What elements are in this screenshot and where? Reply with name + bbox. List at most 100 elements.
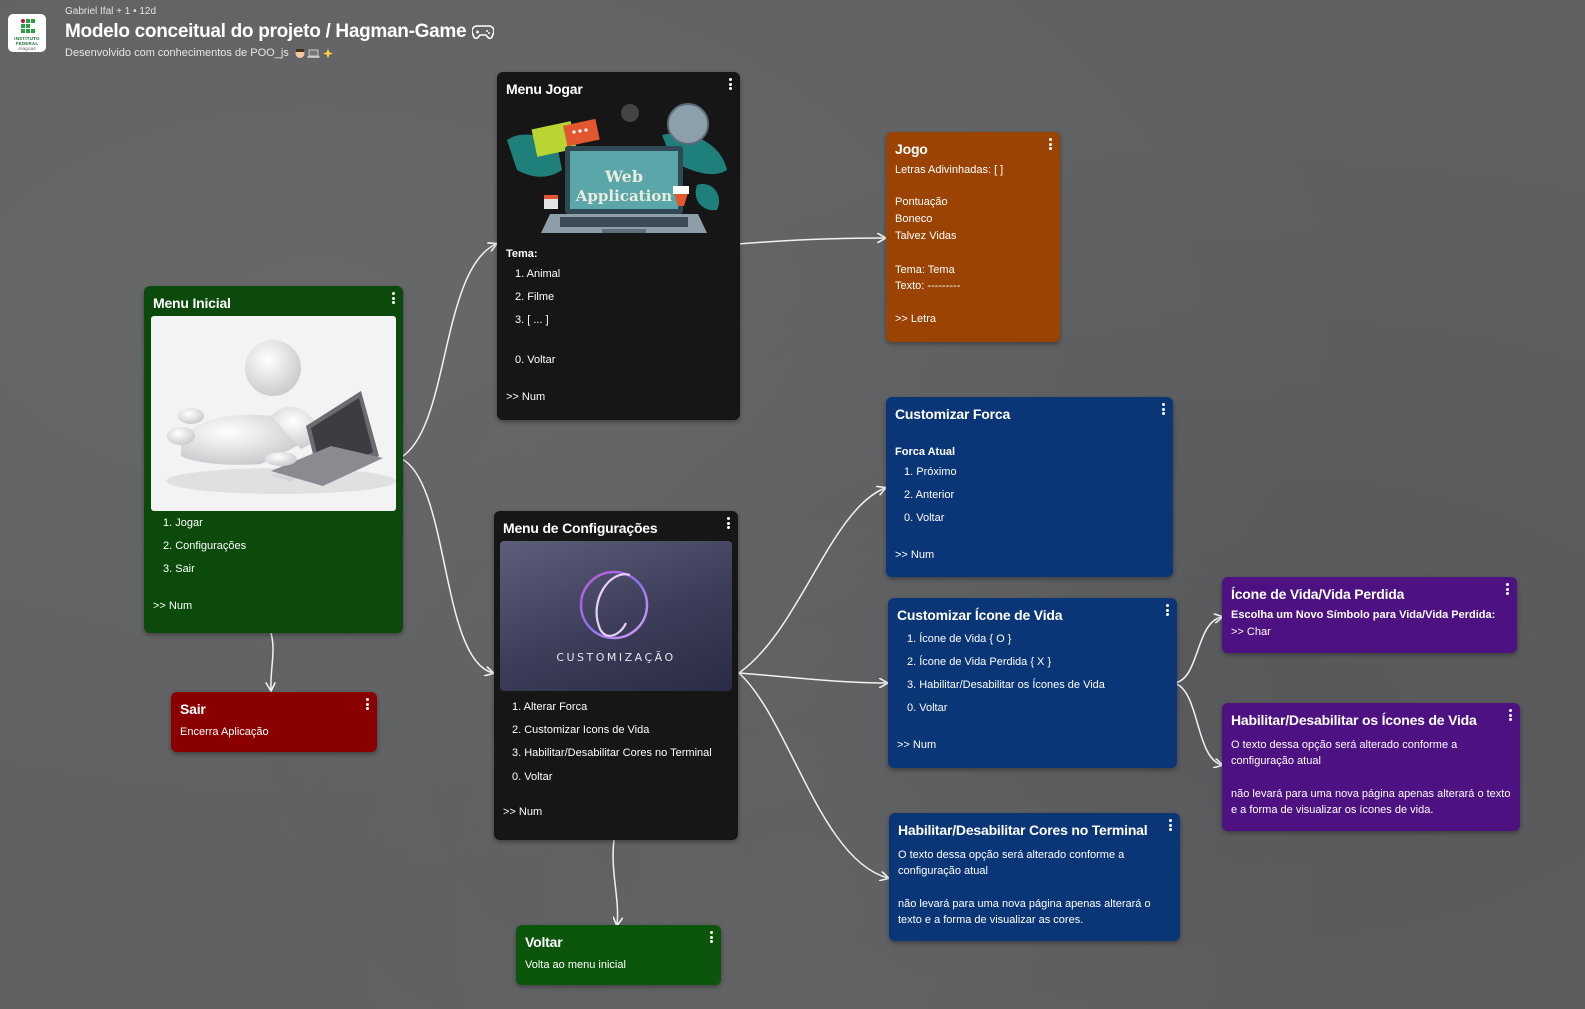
arrow-config-to-icone [738, 672, 887, 683]
card-options-icon[interactable] [1509, 709, 1513, 721]
board-title-row: Modelo conceitual do projeto / Hagman-Ga… [65, 21, 495, 43]
jogo-tema: Tema: Tema [895, 264, 955, 276]
card-options-icon[interactable] [1169, 819, 1173, 831]
forca-atual-label: Forca Atual [895, 446, 956, 458]
card-options-icon[interactable] [710, 931, 714, 943]
voltar-description: Volta ao menu inicial [525, 959, 626, 971]
jogo-prompt: >> Letra [895, 313, 936, 325]
menu-jogar-item-filme: 2. Filme [515, 291, 555, 303]
card-options-icon[interactable] [366, 698, 370, 710]
card-menu-inicial[interactable]: Menu Inicial 1. Jogar 2. Configurações 3… [144, 286, 403, 633]
forca-item-voltar: 0. Voltar [904, 512, 945, 524]
card-title: Customizar Ícone de Vida [897, 607, 1063, 623]
board-subtitle-row: Desenvolvido com conhecimentos de POO_js [65, 47, 335, 59]
menu-config-item-customizar-icons: 2. Customizar Icons de Vida [512, 724, 650, 736]
icone-item-vida-perdida: 2. Ícone de Vida Perdida { X } [907, 656, 1052, 668]
card-title: Jogo [895, 141, 928, 157]
card-options-icon[interactable] [729, 78, 733, 90]
jogo-letras-adivinhadas: Letras Adivinhadas: [ ] [895, 164, 1004, 176]
logo-text-instituto: INSTITUTO [14, 36, 40, 41]
board-subtitle: Desenvolvido com conhecimentos de POO_js [65, 47, 289, 59]
icone-item-habilitar: 3. Habilitar/Desabilitar os Ícones de Vi… [907, 679, 1105, 691]
card-options-icon[interactable] [1506, 583, 1510, 595]
board-meta: Gabriel Ifal + 1 • 12d [65, 6, 157, 17]
card-title: Habilitar/Desabilitar os Ícones de Vida [1231, 712, 1477, 728]
card-menu-jogar[interactable]: Menu Jogar Web Application Tema: 1. Ani [497, 72, 740, 420]
student-emoji-icon [295, 48, 305, 58]
menu-inicial-item-jogar: 1. Jogar [163, 517, 203, 529]
forca-item-anterior: 2. Anterior [904, 489, 955, 501]
menu-config-item-voltar: 0. Voltar [512, 771, 553, 783]
jogo-pontuacao: Pontuação [895, 196, 948, 208]
forca-prompt: >> Num [895, 549, 935, 561]
web-image-text-web: Web [604, 167, 643, 186]
card-habilitar-icones-vida[interactable]: Habilitar/Desabilitar os Ícones de Vida … [1222, 703, 1520, 831]
customizacao-image-text: CUSTOMIZAÇÃO [556, 651, 675, 664]
board-title: Modelo conceitual do projeto / Hagman-Ga… [65, 21, 467, 42]
menu-jogar-item-outros: 3. [ ... ] [515, 314, 549, 326]
card-menu-configuracoes[interactable]: Menu de Configurações CUSTOMIZAÇÃO 1. Al… [494, 511, 738, 840]
forca-item-proximo: 1. Próximo [904, 466, 957, 478]
menu-config-prompt: >> Num [503, 806, 543, 818]
icone-vida-perdida-text: Escolha um Novo Símbolo para Vida/Vida P… [1231, 609, 1496, 621]
menu-inicial-item-sair: 3. Sair [163, 563, 195, 575]
habilitar-icones-text-1: O texto dessa opção será alterado confor… [1231, 739, 1458, 767]
card-title: Voltar [525, 934, 563, 950]
arrow-config-to-cores [738, 672, 888, 878]
jogo-talvez-vidas: Talvez Vidas [895, 230, 957, 242]
icone-item-voltar: 0. Voltar [907, 702, 948, 714]
card-title: Habilitar/Desabilitar Cores no Terminal [898, 822, 1148, 838]
card-title: Menu de Configurações [503, 520, 658, 536]
card-cores-terminal[interactable]: Habilitar/Desabilitar Cores no Terminal … [889, 813, 1180, 941]
cores-terminal-text-1: O texto dessa opção será alterado confor… [898, 849, 1125, 877]
icone-prompt: >> Num [897, 739, 937, 751]
arrow-icone-to-simbolo [1173, 617, 1222, 684]
card-customizar-forca[interactable]: Customizar Forca Forca Atual 1. Próximo … [886, 397, 1173, 577]
instituto-federal-logo: INSTITUTO FEDERAL Alagoas [8, 14, 46, 52]
laptop-emoji-icon [307, 49, 320, 58]
menu-inicial-item-configuracoes: 2. Configurações [163, 540, 247, 552]
card-options-icon[interactable] [1049, 138, 1053, 150]
menu-inicial-prompt: >> Num [153, 600, 193, 612]
cores-terminal-text-2: não levará para uma nova página apenas a… [898, 898, 1151, 926]
web-image-text-application: Application [575, 187, 672, 205]
person-laptop-image [151, 316, 396, 511]
card-customizar-icone-vida[interactable]: Customizar Ícone de Vida 1. Ícone de Vid… [888, 598, 1177, 768]
menu-jogar-tema-label: Tema: [506, 248, 538, 260]
gamepad-icon [472, 25, 495, 40]
card-options-icon[interactable] [1166, 604, 1170, 616]
logo-text-alagoas: Alagoas [18, 46, 36, 51]
web-application-image: Web Application [502, 100, 733, 245]
menu-config-item-cores-terminal: 3. Habilitar/Desabilitar Cores no Termin… [512, 747, 712, 759]
card-icone-vida-perdida[interactable]: Ícone de Vida/Vida Perdida Escolha um No… [1222, 577, 1517, 653]
sparkles-emoji-icon [322, 48, 333, 59]
menu-config-item-alterar-forca: 1. Alterar Forca [512, 701, 588, 713]
card-options-icon[interactable] [392, 292, 396, 304]
card-sair[interactable]: Sair Encerra Aplicação [171, 692, 377, 752]
habilitar-icones-text-2: não levará para uma nova página apenas a… [1231, 788, 1511, 816]
jogo-boneco: Boneco [895, 213, 933, 225]
menu-jogar-item-voltar: 0. Voltar [515, 354, 556, 366]
arrow-config-to-forca [738, 488, 885, 674]
card-title: Menu Jogar [506, 81, 583, 97]
card-options-icon[interactable] [1162, 403, 1166, 415]
card-options-icon[interactable] [727, 517, 731, 529]
card-title: Menu Inicial [153, 295, 231, 311]
arrow-icone-to-habilitar [1173, 682, 1222, 765]
menu-jogar-prompt: >> Num [506, 391, 546, 403]
customizacao-image: CUSTOMIZAÇÃO [500, 541, 732, 691]
logo-text-federal: FEDERAL [15, 41, 39, 46]
menu-jogar-item-animal: 1. Animal [515, 268, 561, 280]
arrow-config-to-voltar [613, 839, 618, 925]
card-title: Customizar Forca [895, 406, 1011, 422]
card-voltar[interactable]: Voltar Volta ao menu inicial [516, 925, 721, 985]
arrow-inicial-to-jogar [399, 244, 496, 459]
arrow-inicial-to-sair [271, 632, 273, 690]
icone-item-vida: 1. Ícone de Vida { O } [907, 633, 1012, 645]
arrow-inicial-to-config [399, 457, 493, 673]
card-jogo[interactable]: Jogo Letras Adivinhadas: [ ] Pontuação B… [886, 132, 1060, 342]
sair-description: Encerra Aplicação [180, 726, 269, 738]
card-title: Ícone de Vida/Vida Perdida [1231, 586, 1405, 602]
arrow-jogar-to-jogo [737, 238, 885, 245]
